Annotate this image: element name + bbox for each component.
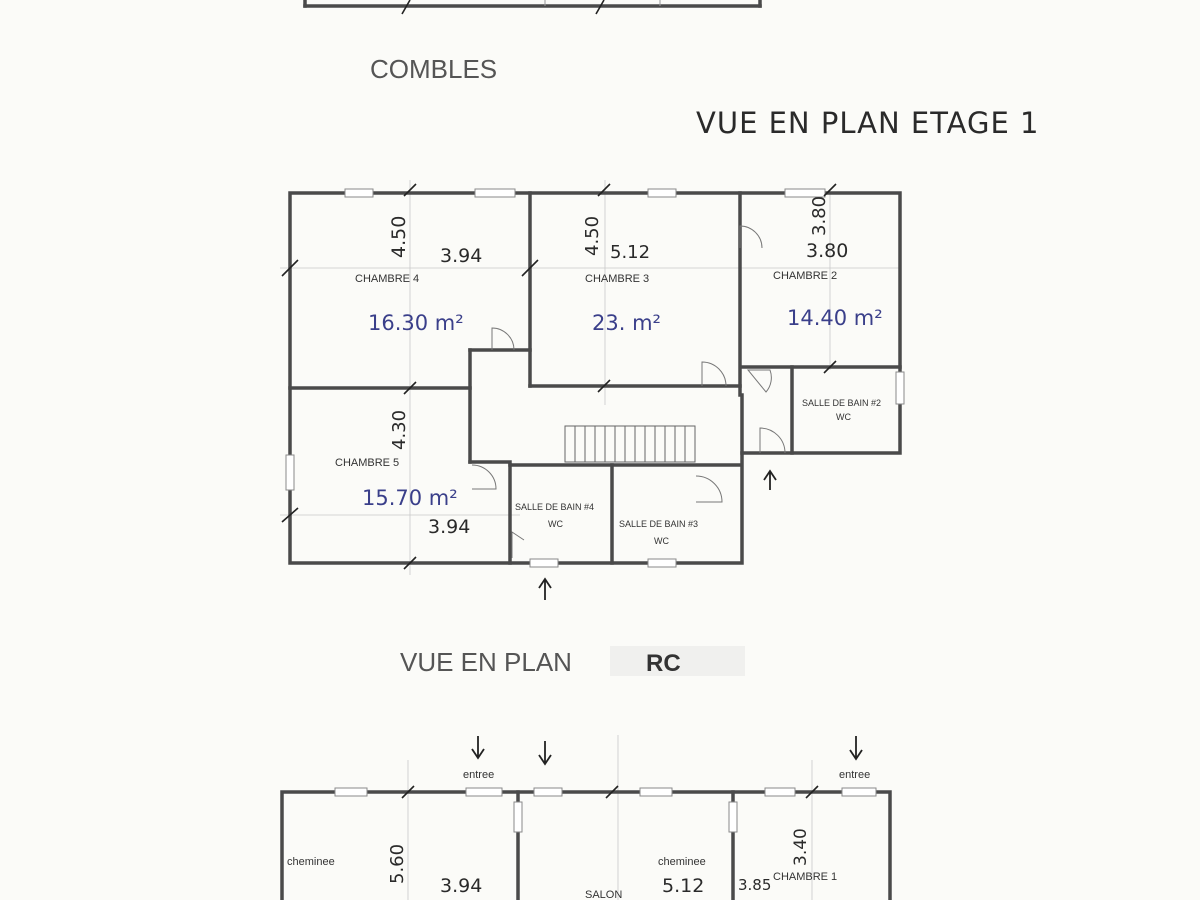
sdb3-wc: WC: [654, 536, 669, 546]
combles-plan-remnant: [303, 0, 762, 15]
rc-title-correction-patch: [610, 646, 745, 676]
rc-salon: SALON: [585, 889, 622, 900]
rc-dim-left-h: 5.60: [387, 844, 408, 884]
chambre3-dim-h: 4.50: [582, 216, 603, 256]
entry-arrow-stair-icon: [763, 469, 777, 490]
rc-dim-mid-w: 5.12: [662, 875, 704, 897]
sdb4-wc: WC: [548, 519, 563, 529]
rc-cheminee-left: cheminee: [287, 856, 335, 868]
rc-entree-right: entree: [839, 769, 870, 781]
rc-title-prefix: VUE EN PLAN: [400, 647, 572, 677]
sdb2-label: SALLE DE BAIN #2: [802, 398, 881, 408]
chambre5-dim-h: 4.30: [389, 410, 410, 450]
entry-arrow-bath-icon: [538, 577, 552, 600]
chambre2-area: 14.40 m²: [787, 306, 883, 330]
sdb4-label: SALLE DE BAIN #4: [515, 502, 594, 512]
chambre3-dim-w: 5.12: [610, 242, 650, 263]
chambre2-label: CHAMBRE 2: [773, 270, 837, 282]
entry-arrow-right-icon: [849, 736, 863, 761]
chambre4-area: 16.30 m²: [368, 311, 464, 335]
entry-arrow-left-icon: [471, 736, 485, 760]
entry-arrow-mid-icon: [538, 741, 552, 766]
rc-dim-left-w: 3.94: [440, 875, 482, 897]
chambre3-label: CHAMBRE 3: [585, 273, 649, 285]
chambre4-label: CHAMBRE 4: [355, 273, 419, 285]
chambre5-dim-w: 3.94: [428, 516, 470, 538]
rc-chambre1: CHAMBRE 1: [773, 871, 837, 883]
etage1-plan: CHAMBRE 4 CHAMBRE 3 CHAMBRE 2 CHAMBRE 5 …: [280, 180, 905, 600]
chambre5-label: CHAMBRE 5: [335, 457, 399, 469]
rc-dim-right-w: 3.85: [738, 876, 771, 894]
chambre5-area: 15.70 m²: [362, 486, 458, 510]
rc-cheminee-mid: cheminee: [658, 856, 706, 868]
staircase: [564, 425, 696, 463]
rc-entree-left: entree: [463, 769, 494, 781]
chambre2-dim-h: 3.80: [809, 196, 830, 236]
sdb2-wc: WC: [836, 412, 851, 422]
sdb3-label: SALLE DE BAIN #3: [619, 519, 698, 529]
etage1-title: VUE EN PLAN ETAGE 1: [696, 106, 1039, 140]
chambre3-area: 23. m²: [592, 311, 661, 335]
chambre2-dim-w: 3.80: [806, 240, 848, 262]
chambre4-dim-w: 3.94: [440, 245, 482, 267]
rc-plan: entree entree cheminee cheminee SALON CH…: [280, 735, 892, 900]
rc-dim-right-h: 3.40: [791, 828, 811, 866]
chambre4-dim-h: 4.50: [388, 216, 410, 258]
rc-title-suffix: RC: [646, 650, 681, 677]
combles-title: COMBLES: [370, 54, 497, 84]
